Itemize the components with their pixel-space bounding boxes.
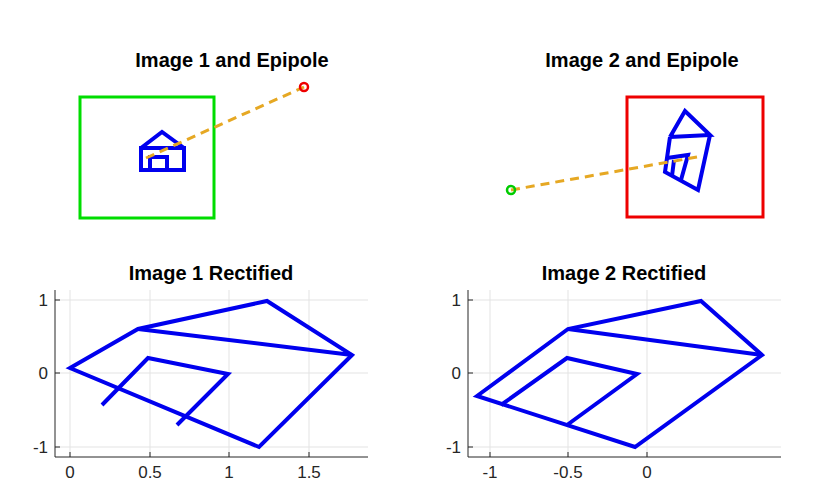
- y-tick-label: 1: [452, 292, 461, 309]
- x-tick-label: 0.5: [138, 464, 162, 481]
- x-tick-label: 1.5: [297, 464, 321, 481]
- panel-title: Image 1 Rectified: [129, 263, 294, 283]
- x-tick-label: -1: [482, 464, 497, 481]
- y-tick-label: 0: [39, 365, 48, 382]
- x-tick-label: 0: [65, 464, 74, 481]
- x-tick-label: -0.5: [553, 464, 582, 481]
- x-tick-label: 0: [642, 464, 651, 481]
- panel-title: Image 2 Rectified: [542, 263, 707, 283]
- y-tick-label: 1: [39, 292, 48, 309]
- y-tick-label: 0: [452, 365, 461, 382]
- panel-title: Image 2 and Epipole: [545, 50, 738, 70]
- y-tick-label: -1: [446, 439, 461, 456]
- x-tick-label: 1: [224, 464, 233, 481]
- panel-title: Image 1 and Epipole: [135, 50, 328, 70]
- y-tick-label: -1: [33, 439, 48, 456]
